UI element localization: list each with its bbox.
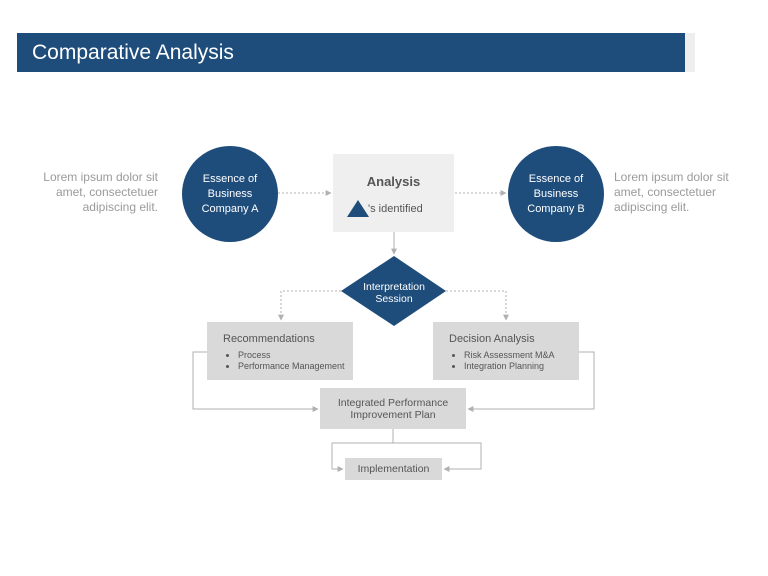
company-a-label: Essence of Business Company A [201,172,259,215]
interpretation-label: Interpretation Session [363,281,425,305]
list-item: Risk Assessment M&A [464,350,577,361]
list-item: Integration Planning [464,361,577,372]
company-b-circle: Essence of Business Company B [508,146,604,242]
company-b-label: Essence of Business Company B [527,172,585,215]
implementation-label: Implementation [357,463,430,475]
connector-diamond-to-recommendations [278,290,341,321]
implementation-box: Implementation [345,458,442,480]
list-item: Process [238,350,351,361]
title-bar [17,33,685,72]
connector-recommendations-to-plan [192,351,319,412]
analysis-subtitle: 's identified [368,203,423,215]
analysis-box: Analysis 's identified [333,154,454,232]
list-item: Performance Management [238,361,351,372]
connector-decision-to-plan [467,351,595,412]
decision-analysis-box: Decision Analysis Risk Assessment M&A In… [433,322,579,380]
connector-diamond-to-decision [446,290,509,321]
improvement-plan-box: Integrated Performance Improvement Plan [320,388,466,429]
page-title: Comparative Analysis [32,41,234,64]
left-description: Lorem ipsum dolor sit amet, consectetuer… [43,170,158,214]
recommendations-box: Recommendations Process Performance Mana… [207,322,353,380]
connector-loop-right [393,442,482,472]
decision-analysis-title: Decision Analysis [449,333,535,345]
triangle-icon [347,200,369,217]
improvement-plan-label: Integrated Performance Improvement Plan [337,396,449,421]
recommendations-list: Process Performance Management [223,350,351,371]
recommendations-title: Recommendations [223,333,315,345]
interpretation-diamond [341,256,446,326]
right-description: Lorem ipsum dolor sit amet, consectetuer… [614,170,729,214]
connector-loop-left [331,442,393,472]
analysis-title: Analysis [366,174,421,189]
decision-analysis-list: Risk Assessment M&A Integration Planning [449,350,577,371]
title-bar-shadow [685,33,695,72]
company-a-circle: Essence of Business Company A [182,146,278,242]
